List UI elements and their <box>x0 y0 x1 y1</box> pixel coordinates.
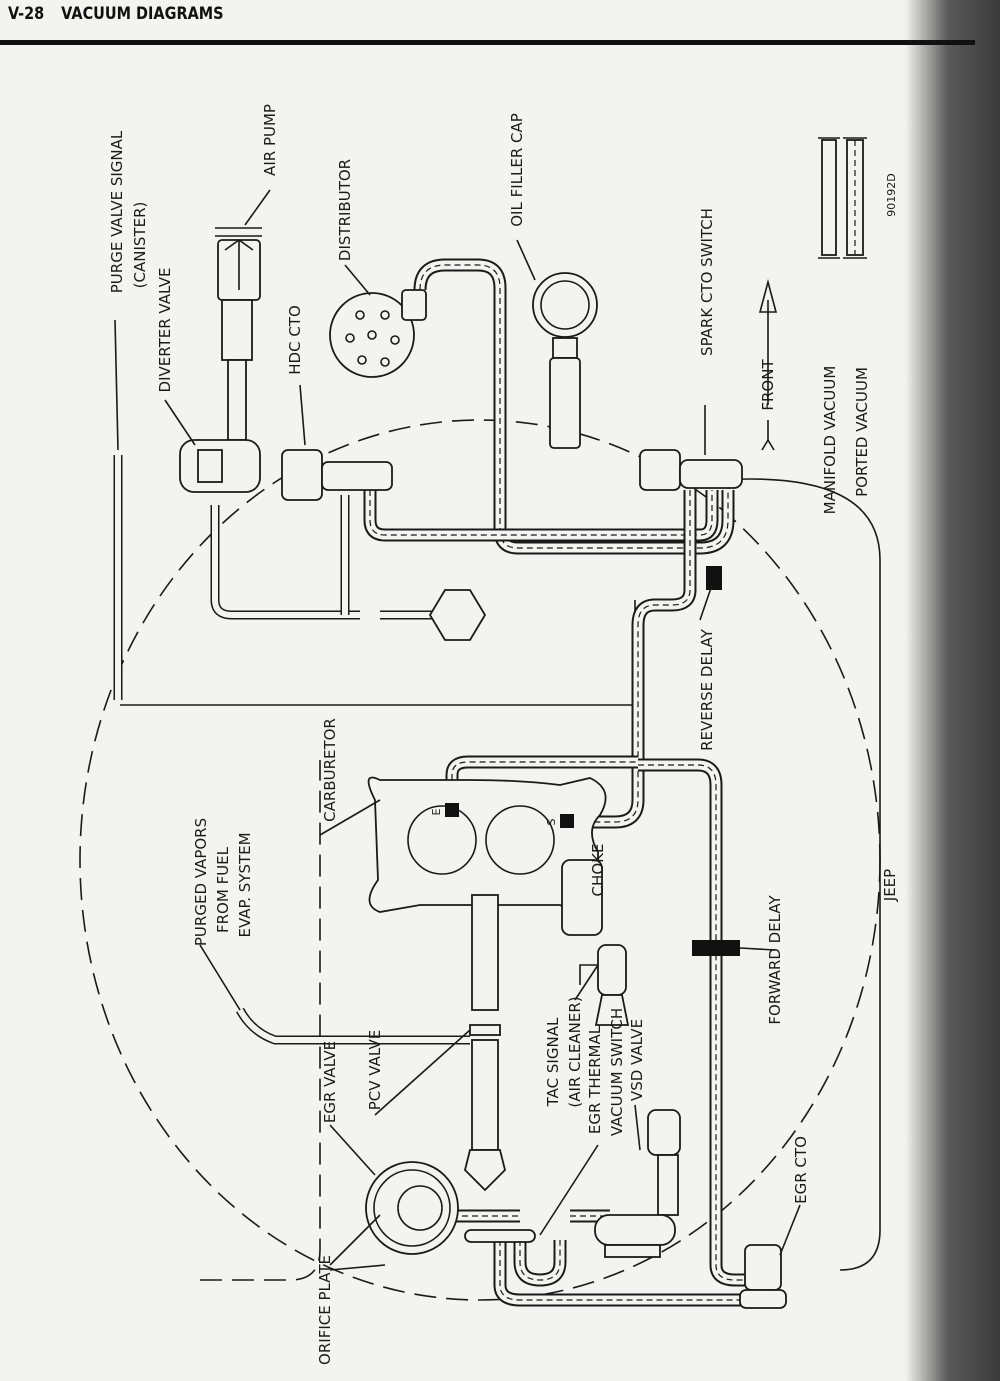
legend-ported-swatch <box>843 137 867 259</box>
label-forward-delay: FORWARD DELAY <box>766 895 784 1025</box>
egr-lower-hose <box>452 1209 748 1307</box>
label-tac-signal-2: (AIR CLEANER) <box>566 996 584 1107</box>
label-tac-signal-1: TAC SIGNAL <box>544 1017 562 1107</box>
spark-cto-switch <box>639 449 743 491</box>
pcv-valve <box>464 894 506 1192</box>
label-distributor: DISTRIBUTOR <box>336 159 354 261</box>
diverter-valve <box>179 439 261 493</box>
egr-valve <box>365 1161 536 1255</box>
label-jeep: JEEP <box>881 869 899 902</box>
oil-filler-cap <box>532 272 598 449</box>
hdc-cto <box>281 449 393 501</box>
egr-cto <box>739 1244 787 1309</box>
label-diverter-valve: DIVERTER VALVE <box>156 268 174 393</box>
page-header: V-28 VACUUM DIAGRAMS <box>8 4 235 24</box>
label-purged-vapors-1: PURGED VAPORS <box>192 818 210 946</box>
header-rule <box>0 40 975 45</box>
label-air-pump: AIR PUMP <box>261 104 279 176</box>
reverse-delay <box>706 566 722 590</box>
egr-cto-hose <box>638 758 745 1287</box>
hdc-cto-hose <box>363 490 719 542</box>
label-purge-valve-signal: PURGE VALVE SIGNAL <box>108 130 126 293</box>
page-binding-shadow <box>905 0 1000 1381</box>
label-reverse-delay: REVERSE DELAY <box>698 628 716 751</box>
label-port-e: E <box>430 808 443 815</box>
carburetor-s-hose <box>590 490 697 829</box>
label-oil-filler-cap: OIL FILLER CAP <box>508 113 526 227</box>
label-purged-vapors-2: FROM FUEL <box>214 846 232 933</box>
label-port-s: S <box>545 818 558 825</box>
label-hdc-cto: HDC CTO <box>286 305 304 375</box>
distributor <box>329 289 427 378</box>
label-front: FRONT <box>759 359 777 411</box>
component-labels: PURGE VALVE SIGNAL (CANISTER) DIVERTER V… <box>108 104 899 1365</box>
label-egr-thermal-2: VACUUM SWITCH <box>608 1008 626 1136</box>
label-egr-valve: EGR VALVE <box>321 1041 339 1123</box>
ported-vacuum-lines <box>363 258 748 1307</box>
legend-ported-label: PORTED VACUUM <box>853 367 871 497</box>
air-pump <box>215 227 262 441</box>
carburetor <box>367 776 607 936</box>
figure-id: 90192D <box>885 173 898 216</box>
front-arrow-icon <box>758 278 778 451</box>
legend: MANIFOLD VACUUM PORTED VACUUM 90192D <box>818 137 898 515</box>
tac-sensor <box>579 944 630 1026</box>
label-vsd-valve: VSD VALVE <box>628 1019 646 1101</box>
carburetor-e-hose <box>445 755 638 790</box>
legend-manifold-label: MANIFOLD VACUUM <box>821 366 839 515</box>
leader-lines <box>114 189 801 1271</box>
label-carburetor: CARBURETOR <box>321 718 339 822</box>
label-egr-cto: EGR CTO <box>792 1136 810 1204</box>
vsd-valve <box>594 1109 681 1258</box>
label-spark-cto-switch: SPARK CTO SWITCH <box>698 208 716 356</box>
manifold-vacuum-lines <box>113 455 490 1045</box>
legend-manifold-swatch <box>818 137 840 259</box>
section-title: VACUUM DIAGRAMS <box>61 4 224 24</box>
label-purged-vapors-3: EVAP. SYSTEM <box>236 832 254 937</box>
label-egr-thermal-1: EGR THERMAL <box>586 1025 604 1134</box>
forward-delay <box>692 940 740 956</box>
page-number: V-28 <box>8 4 45 24</box>
label-canister: (CANISTER) <box>131 202 149 289</box>
label-orifice-plate: ORIFICE PLATE <box>316 1255 334 1365</box>
label-choke: CHOKE <box>589 844 607 897</box>
label-pcv-valve: PCV VALVE <box>366 1030 384 1111</box>
manifold-tee <box>428 589 487 641</box>
